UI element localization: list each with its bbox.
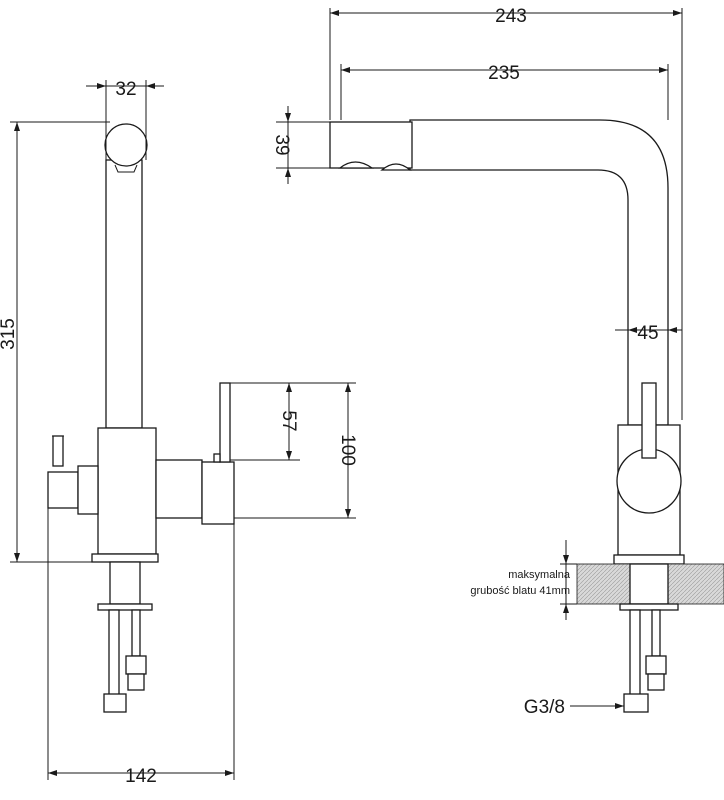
front-hose-right: [131, 609, 141, 657]
dim-overall-reach: 243: [495, 6, 527, 27]
dim-spout-height: 39: [271, 134, 292, 155]
side-threaded-rod: [629, 563, 669, 605]
dim-base-width: 142: [125, 766, 157, 787]
front-left-handle: [47, 471, 79, 509]
dimension-lines: [10, 8, 683, 780]
front-threaded-rod: [109, 561, 141, 605]
front-hose-left: [108, 609, 120, 697]
front-view: [47, 123, 235, 713]
dim-total-height: 315: [0, 318, 19, 350]
side-lever: [641, 382, 657, 459]
dim-front-handle-width: 32: [115, 79, 136, 100]
note-countertop-line2: grubość blatu 41mm: [470, 585, 570, 597]
side-spout: [409, 119, 669, 426]
front-lever: [219, 382, 231, 463]
side-view: [329, 119, 724, 713]
note-connection-thread: G3/8: [524, 697, 565, 718]
front-body: [97, 427, 157, 555]
front-spout-pipe: [105, 159, 143, 429]
side-hose-right: [651, 609, 661, 657]
front-base-plate: [91, 553, 159, 563]
dim-body-to-spout: 45: [637, 323, 658, 344]
front-right-connector: [155, 459, 203, 519]
front-spout-head: [104, 123, 148, 167]
dim-body-height: 100: [337, 434, 358, 466]
note-countertop-line1: maksymalna: [508, 569, 571, 581]
side-spout-head: [329, 121, 413, 169]
front-lever-body: [201, 461, 235, 525]
dim-lever-height: 57: [278, 410, 299, 431]
side-hose-left: [629, 609, 641, 697]
dim-spout-reach: 235: [488, 63, 520, 84]
